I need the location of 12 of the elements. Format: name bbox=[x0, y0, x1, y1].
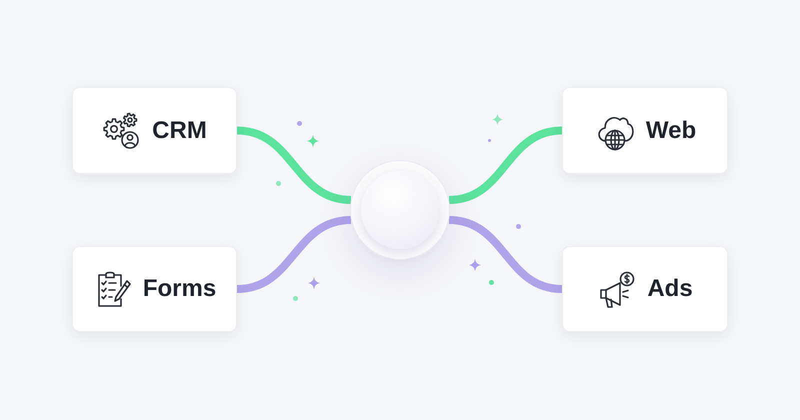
card-label: CRM bbox=[152, 118, 207, 142]
channel-card bbox=[562, 87, 728, 174]
connector-curve bbox=[448, 216, 562, 293]
connector-curve bbox=[236, 216, 352, 293]
channel-card bbox=[72, 87, 237, 174]
card-label: Ads bbox=[647, 277, 693, 301]
connector-curve bbox=[236, 126, 352, 204]
card-label: Web bbox=[646, 118, 696, 142]
connector-curve bbox=[448, 126, 562, 204]
card-label: Forms bbox=[142, 277, 216, 301]
channel-card bbox=[562, 246, 728, 332]
channel-card bbox=[72, 246, 237, 332]
